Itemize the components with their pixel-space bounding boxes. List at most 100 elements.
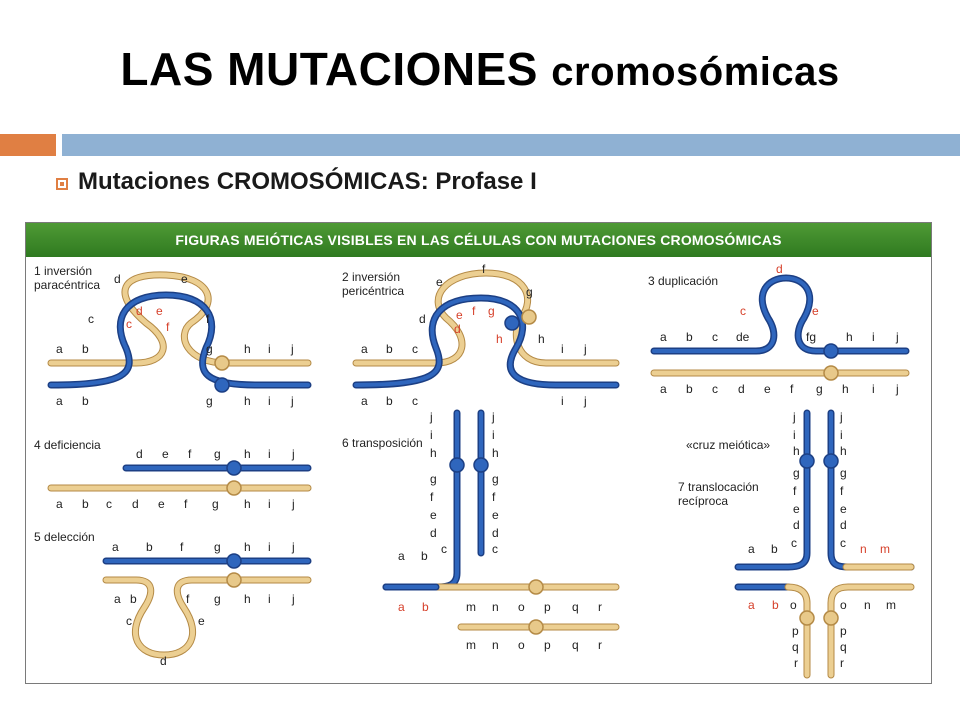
centromere-tan-4	[226, 480, 242, 496]
svg-text:a: a	[114, 592, 121, 606]
svg-text:e: e	[158, 497, 165, 511]
svg-text:h: h	[842, 382, 849, 396]
svg-text:r: r	[794, 656, 798, 670]
svg-text:f: f	[793, 484, 797, 498]
svg-text:e: e	[156, 304, 163, 318]
svg-text:h: h	[538, 332, 545, 346]
svg-text:n: n	[492, 600, 499, 614]
svg-text:m: m	[466, 638, 476, 652]
svg-text:h: h	[430, 446, 437, 460]
svg-text:c: c	[412, 394, 418, 408]
svg-text:e: e	[198, 614, 205, 628]
centromere-tan-2	[521, 309, 537, 325]
svg-text:b: b	[82, 342, 89, 356]
svg-text:b: b	[386, 394, 393, 408]
svg-text:p: p	[544, 638, 551, 652]
svg-text:h: h	[496, 332, 503, 346]
svg-text:g: g	[840, 466, 847, 480]
centromere-blue-4	[226, 460, 242, 476]
svg-text:q: q	[792, 640, 799, 654]
centromere-blue-6a	[449, 457, 465, 473]
svg-text:b: b	[82, 497, 89, 511]
svg-text:g: g	[526, 285, 533, 299]
svg-text:c: c	[840, 536, 846, 550]
panel-7-label-2: recíproca	[678, 494, 728, 508]
svg-text:j: j	[792, 410, 796, 424]
svg-text:j: j	[895, 330, 899, 344]
svg-text:j: j	[290, 342, 294, 356]
svg-text:c: c	[126, 614, 132, 628]
svg-text:i: i	[268, 540, 271, 554]
svg-text:d: d	[738, 382, 745, 396]
centromere-tan-5	[226, 572, 242, 588]
svg-text:b: b	[130, 592, 137, 606]
svg-text:g: g	[214, 592, 221, 606]
svg-text:p: p	[792, 624, 799, 638]
centromere-blue-3	[823, 343, 839, 359]
svg-text:e: e	[181, 272, 188, 286]
svg-text:d: d	[430, 526, 437, 540]
svg-text:fg: fg	[806, 330, 816, 344]
svg-text:b: b	[771, 542, 778, 556]
svg-text:b: b	[146, 540, 153, 554]
svg-text:r: r	[598, 638, 602, 652]
svg-text:n: n	[864, 598, 871, 612]
svg-text:j: j	[895, 382, 899, 396]
svg-text:f: f	[472, 304, 476, 318]
svg-text:g: g	[492, 472, 499, 486]
svg-text:e: e	[793, 502, 800, 516]
svg-text:q: q	[572, 600, 579, 614]
meiosis-figure: FIGURAS MEIÓTICAS VISIBLES EN LAS CÉLULA…	[25, 222, 932, 684]
centromere-tan-3	[823, 365, 839, 381]
centromere-tan-6a	[528, 579, 544, 595]
svg-text:a: a	[56, 497, 63, 511]
svg-text:f: f	[430, 490, 434, 504]
svg-text:h: h	[244, 447, 251, 461]
centromere-blue-5	[226, 553, 242, 569]
svg-text:f: f	[180, 540, 184, 554]
panel-7-note: «cruz meiótica»	[686, 438, 770, 452]
svg-text:m: m	[880, 542, 890, 556]
svg-text:h: h	[244, 497, 251, 511]
svg-text:j: j	[290, 394, 294, 408]
svg-text:i: i	[793, 428, 796, 442]
svg-text:g: g	[206, 394, 213, 408]
panel-7-label: 7 translocación	[678, 480, 759, 494]
svg-text:d: d	[454, 322, 461, 336]
centromere-blue-7b	[823, 453, 839, 469]
svg-text:d: d	[160, 654, 167, 668]
svg-text:a: a	[660, 382, 667, 396]
panel-6-label: 6 transposición	[342, 436, 423, 450]
title-sub: cromosómicas	[551, 50, 840, 94]
svg-text:f: f	[840, 484, 844, 498]
bullet-text: Mutaciones CROMOSÓMICAS: Profase I	[78, 168, 537, 195]
title-main: LAS MUTACIONES	[120, 43, 538, 95]
svg-text:b: b	[386, 342, 393, 356]
svg-text:c: c	[106, 497, 112, 511]
svg-text:a: a	[748, 542, 755, 556]
svg-text:h: h	[244, 540, 251, 554]
svg-text:e: e	[492, 508, 499, 522]
svg-text:i: i	[268, 447, 271, 461]
svg-text:j: j	[839, 410, 843, 424]
svg-text:a: a	[398, 600, 405, 614]
svg-text:a: a	[361, 394, 368, 408]
svg-text:o: o	[840, 598, 847, 612]
svg-text:a: a	[112, 540, 119, 554]
svg-text:j: j	[491, 410, 495, 424]
svg-text:g: g	[206, 342, 213, 356]
svg-text:h: h	[244, 342, 251, 356]
centromere-blue-6b	[473, 457, 489, 473]
svg-text:b: b	[686, 382, 693, 396]
centromere-tan-6b	[528, 619, 544, 635]
panel-5-deletion	[102, 553, 312, 659]
svg-text:c: c	[88, 312, 94, 326]
svg-text:d: d	[136, 304, 143, 318]
svg-text:h: h	[840, 444, 847, 458]
svg-text:f: f	[482, 262, 486, 276]
svg-text:c: c	[492, 542, 498, 556]
svg-text:i: i	[268, 497, 271, 511]
svg-text:i: i	[561, 394, 564, 408]
svg-text:q: q	[840, 640, 847, 654]
bullet-icon	[56, 178, 68, 190]
